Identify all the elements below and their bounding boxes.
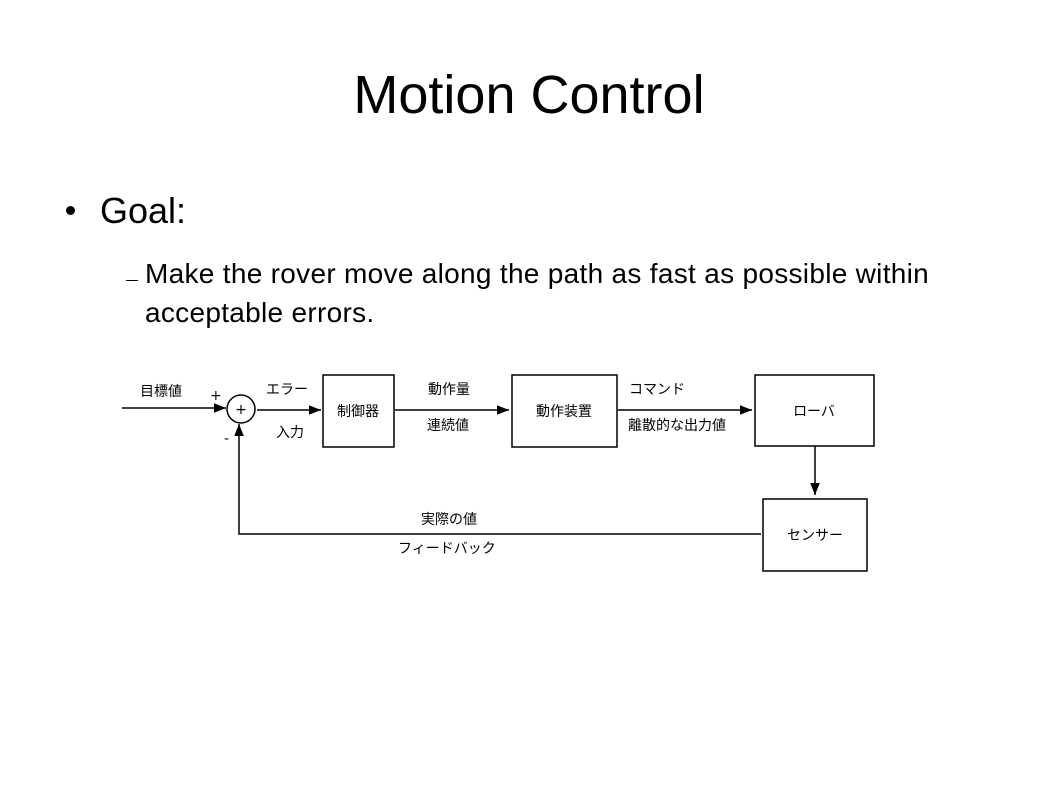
manipulated-label: 動作量 (428, 382, 470, 398)
actual-value-label: 実際の値 (421, 512, 477, 528)
controller-label: 制御器 (337, 404, 379, 420)
summing-symbol: + (235, 402, 247, 418)
sensor-block (762, 498, 868, 572)
input-label: 入力 (276, 425, 304, 441)
rover-block (754, 374, 875, 447)
controller-block (322, 374, 395, 448)
sensor-label: センサー (787, 528, 843, 544)
minus-sign-label: - (224, 431, 229, 447)
slide-title: Motion Control (353, 65, 705, 125)
plus-sign-label: + (210, 388, 222, 404)
rover-label: ローバ (793, 404, 835, 420)
continuous-label: 連続値 (427, 417, 469, 434)
bullet-goal: Goal: (100, 190, 187, 231)
actuator-block (511, 374, 618, 448)
sub-bullet-text: Make the rover move along the path as fa… (145, 258, 930, 328)
discrete-label: 離散的な出力値 (628, 417, 726, 434)
command-label: コマンド (629, 382, 685, 398)
summing-junction (226, 394, 256, 424)
target-label: 目標値 (140, 384, 182, 400)
dash-bullet-icon (126, 280, 138, 281)
feedback-path (234, 424, 761, 535)
feedback-label: フィードバック (398, 541, 496, 557)
actuator-label: 動作装置 (536, 404, 592, 420)
error-label: エラー (266, 382, 308, 398)
bullet-dot-icon (66, 206, 75, 215)
